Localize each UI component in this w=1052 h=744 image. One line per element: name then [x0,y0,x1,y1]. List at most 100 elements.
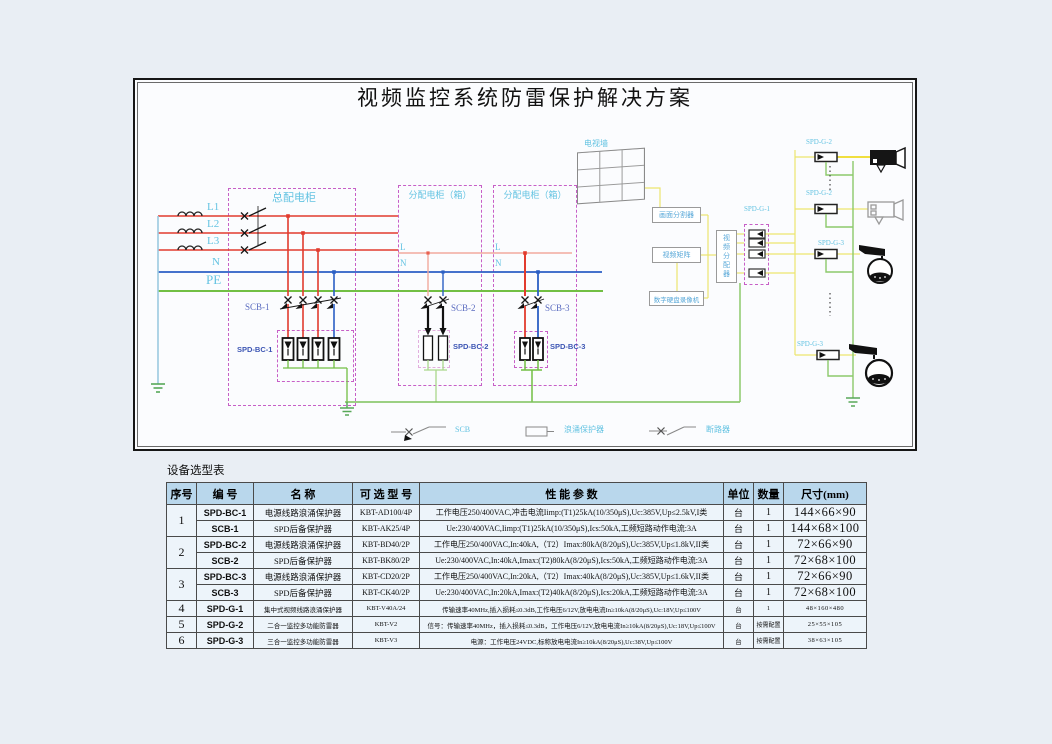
cell-size: 25×55×105 [783,616,867,633]
cell-model: KBT-AD100/4P [352,504,420,521]
earth-bus [340,283,741,416]
video-matrix-box: 视频矩阵 [652,247,701,263]
cell-name: 集中式视频线路浪涌保护器 [253,600,353,617]
cell-name: 电源线路浪涌保护器 [253,504,353,521]
cell-size: 144×66×90 [783,504,867,521]
cell-name: 电源线路浪涌保护器 [253,568,353,585]
spd-g-3-mid-label: SPD-G-3 [818,239,845,247]
line-label-pe: PE [206,272,222,287]
scb1-breaker-icons [279,296,342,310]
cell-no: 2 [166,536,197,569]
cell-code: SPD-G-2 [196,616,254,633]
cell-name: 二合一监控多功能防雷器 [253,616,353,633]
dvr-box: 数字硬盘录像机 [649,291,704,306]
cell-unit: 台 [723,616,754,633]
legend-surge-label: 浪涌保护器 [564,425,604,434]
cell-no: 4 [166,600,197,617]
video-distributor-label: 视频分配器 [722,234,731,279]
dist-cabinet-1-box [398,185,482,386]
box2-l-label: L [495,242,501,252]
cell-size: 72×66×90 [783,568,867,585]
table-header: 数量 [753,482,784,505]
scb3-label: SCB-3 [545,303,570,313]
camera-spd-device-icons [814,151,840,361]
spd-g-3-bottom-label: SPD-G-3 [797,340,824,348]
cell-code: SCB-1 [196,520,254,537]
table-header: 尺寸(mm) [783,482,867,505]
spd-bc-1-label: SPD-BC-1 [237,345,273,354]
video-matrix-label: 视频矩阵 [662,251,691,259]
cell-qty: 按需配置 [753,616,784,633]
main-cabinet-label: 总配电柜 [272,192,316,204]
line-label-n: N [212,256,220,268]
table-title: 设备选型表 [167,465,225,477]
video-distributor-box: 视频分配器 [716,230,737,283]
inductor-coil-icons [177,211,203,251]
screen-splitter-box: 画面分割器 [652,207,701,223]
spd-bc-2-box [418,330,450,368]
tv-wall-label: 电视墙 [584,139,608,148]
spd-g-1-module-icons [748,229,766,278]
dist-cabinet-2-label: 分配电柜（箱） [503,190,567,200]
cell-qty: 1 [753,552,784,569]
spd-bc-1-earth-wires [283,360,348,402]
cell-params: 电源：工作电压24VDC,标称放电电流In≥10kA(8/20μS),Uc:38… [419,632,724,649]
cell-qty: 1 [753,504,784,521]
circuit-breaker-symbol [649,426,696,436]
cell-qty: 1 [753,520,784,537]
table-header: 序号 [166,482,197,505]
box-camera-icon-1 [870,146,906,174]
cell-unit: 台 [723,552,754,569]
cell-code: SPD-BC-2 [196,536,254,553]
cell-params: 信号：传输速率40MHz，插入损耗≤0.3dB，工作电压6/12V,放电电流In… [419,616,724,633]
main-cabinet-drops [286,214,336,338]
cell-size: 72×66×90 [783,536,867,553]
spd-bc-2-label: SPD-BC-2 [453,342,489,351]
spd-bc-1-module-icons [281,337,341,361]
spd-bc-3-box [514,331,548,368]
spd-g-2-top-label: SPD-G-2 [806,138,833,146]
cell-unit: 台 [723,632,754,649]
table-header: 可 选 型 号 [352,482,420,505]
screen-splitter-label: 画面分割器 [659,211,694,219]
box2-n-label: N [495,258,502,268]
spd-bc-1-box [277,330,354,382]
legend-scb-label: SCB [455,425,471,434]
cell-size: 38×63×105 [783,632,867,649]
table-header: 性 能 参 数 [419,482,724,505]
main-cabinet-box [228,188,356,406]
cell-unit: 台 [723,600,754,617]
cell-code: SCB-3 [196,584,254,601]
cell-model: KBT-V2 [352,616,420,633]
cell-name: 三合一监控多功能防雷器 [253,632,353,649]
page-title: 视频监控系统防雷保护解决方案 [357,86,693,110]
table-header: 名 称 [253,482,353,505]
cell-params: Ue:230/400VAC,Iimp:(T1)25kA(10/350μS),Ic… [419,520,724,537]
cell-unit: 台 [723,568,754,585]
cell-unit: 台 [723,536,754,553]
cell-model: KBT-BD40/2P [352,536,420,553]
line-label-l2: L2 [207,218,220,230]
dist-cabinet-2-box [493,185,577,386]
cell-code: SCB-2 [196,552,254,569]
spd-g-1-label: SPD-G-1 [743,205,771,213]
ground-icon-right [846,397,860,407]
dist-box-1-circuit [420,251,450,402]
dome-camera-icon-2 [849,344,894,388]
ground-icon-left [151,383,165,393]
cell-model: KBT-V40A/24 [352,600,420,617]
cell-qty: 1 [753,600,784,617]
cell-model: KBT-CK40/2P [352,584,420,601]
cell-size: 48×160×480 [783,600,867,617]
wiring-diagram-canvas [151,146,906,441]
scb1-label: SCB-1 [245,302,270,312]
